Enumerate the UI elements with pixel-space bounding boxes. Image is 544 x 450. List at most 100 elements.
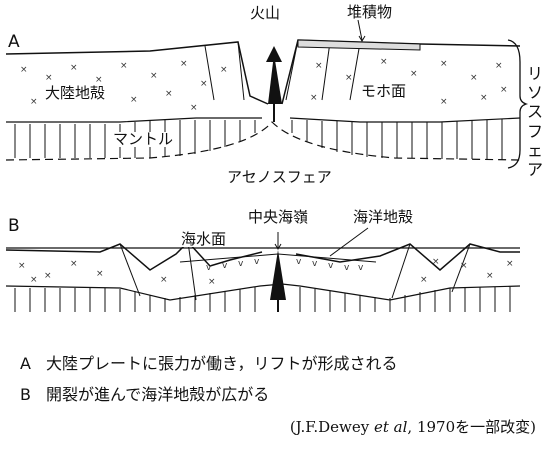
panel-b-fault-l1 [119, 243, 141, 297]
svg-text:v: v [344, 263, 350, 273]
svg-text:×: × [165, 89, 173, 99]
svg-text:×: × [506, 259, 514, 269]
panel-a-lithosphere-base [5, 121, 521, 161]
svg-text:×: × [95, 75, 103, 85]
svg-text:×: × [120, 61, 128, 71]
citation-etal: et al [374, 418, 408, 436]
svg-text:×: × [315, 61, 323, 71]
svg-text:v: v [222, 261, 228, 271]
svg-text:v: v [358, 263, 364, 273]
panel-a-mantle-hatch [14, 119, 503, 160]
svg-text:×: × [432, 257, 440, 267]
svg-text:×: × [410, 69, 418, 79]
svg-text:×: × [200, 79, 208, 89]
lithosphere-char: ェ [526, 140, 543, 160]
svg-text:v: v [312, 259, 318, 269]
mantle-label: マントル [112, 130, 175, 148]
continental-crust-label: 大陸地殻 [44, 84, 107, 102]
caption-a: A 大陸プレートに張力が働き，リフトが形成される [20, 356, 398, 372]
svg-text:×: × [180, 59, 188, 69]
panel-b-letter: B [8, 216, 20, 236]
ridge-symbol [270, 250, 286, 312]
lithosphere-label: リソスフェア [526, 64, 544, 179]
panel-b-right-crust [295, 243, 520, 271]
svg-text:×: × [150, 71, 158, 81]
panel-b-section [5, 240, 521, 301]
asthenosphere-label: アセノスフェア [227, 168, 332, 186]
panel-a-moho-left [6, 117, 262, 123]
svg-text:×: × [440, 97, 448, 107]
svg-text:v: v [206, 263, 212, 273]
citation: (J.F.Dewey et al, 1970を一部改変) [290, 420, 536, 435]
svg-text:×: × [70, 259, 78, 269]
sediment-label: 堆積物 [346, 3, 394, 21]
caption-a-key: A [20, 354, 31, 373]
svg-text:×: × [30, 275, 38, 285]
svg-text:×: × [130, 95, 138, 105]
panel-b-moho [5, 283, 521, 301]
panel-a-sediment [297, 39, 421, 51]
panel-a-section [5, 39, 521, 161]
citation-close: , 1970を一部改変) [407, 418, 536, 436]
svg-text:×: × [495, 61, 503, 71]
panel-b-left-crust [5, 240, 263, 271]
svg-text:×: × [440, 59, 448, 69]
svg-text:×: × [208, 277, 216, 287]
panel-b-fault-r1 [391, 243, 411, 299]
sea-level-label: 海水面 [180, 230, 228, 248]
svg-text:×: × [160, 275, 168, 285]
volcano-symbol [266, 46, 282, 122]
panel-a-fault-5 [204, 45, 215, 101]
svg-text:×: × [70, 63, 78, 73]
caption-b-key: B [20, 385, 31, 404]
svg-text:×: × [45, 73, 53, 83]
svg-text:×: × [420, 275, 428, 285]
svg-text:×: × [486, 271, 494, 281]
lithosphere-vertical-text: リソスフェア [526, 64, 544, 179]
svg-text:v: v [328, 261, 334, 271]
svg-text:×: × [220, 65, 228, 75]
svg-text:×: × [470, 73, 478, 83]
svg-text:×: × [18, 261, 26, 271]
svg-text:×: × [380, 57, 388, 67]
ridge-pointer [274, 232, 282, 250]
svg-text:×: × [310, 93, 318, 103]
svg-text:×: × [460, 261, 468, 271]
panel-a-moho-right [289, 117, 521, 123]
ridge-label: 中央海嶺 [247, 208, 310, 226]
lithosphere-char: ス [526, 102, 543, 122]
svg-text:×: × [20, 65, 28, 75]
panel-a-letter: A [8, 32, 20, 52]
svg-text:v: v [238, 259, 244, 269]
svg-text:×: × [345, 73, 353, 83]
lithosphere-char: ソ [526, 83, 543, 103]
panel-a-fault-2 [285, 39, 299, 101]
sediment-pointer [357, 19, 366, 42]
lithosphere-char: ア [526, 159, 543, 179]
caption-b-text: 開裂が進んで海洋地殻が広がる [46, 385, 270, 404]
svg-text:×: × [96, 269, 104, 279]
svg-text:×: × [190, 103, 198, 113]
svg-text:×: × [30, 97, 38, 107]
panel-b-mantle-hatch [14, 287, 511, 312]
svg-text:×: × [44, 271, 52, 281]
lithosphere-char: フ [526, 121, 543, 141]
oceanic-crust-pointer [329, 227, 369, 257]
lithosphere-brace [507, 39, 529, 169]
panel-a-fault-4 [349, 42, 361, 101]
caption-a-text: 大陸プレートに張力が働き，リフトが形成される [46, 354, 398, 373]
caption-b: B 開裂が進んで海洋地殻が広がる [20, 387, 269, 403]
oceanic-crust-label: 海洋地殻 [352, 208, 415, 226]
svg-text:v: v [296, 257, 302, 267]
svg-text:v: v [254, 257, 260, 267]
citation-open: (J.F.Dewey [289, 418, 374, 436]
volcano-label: 火山 [249, 4, 282, 22]
panel-b-fault-l2 [187, 241, 197, 301]
panel-a-crust-marks: ××× ××× ××× ××× ××× ××× ××× ××× [20, 57, 508, 113]
panel-a-fault-3 [321, 41, 331, 101]
panel-a-fault-1 [237, 41, 245, 101]
svg-text:×: × [480, 93, 488, 103]
lithosphere-char: リ [526, 64, 543, 83]
